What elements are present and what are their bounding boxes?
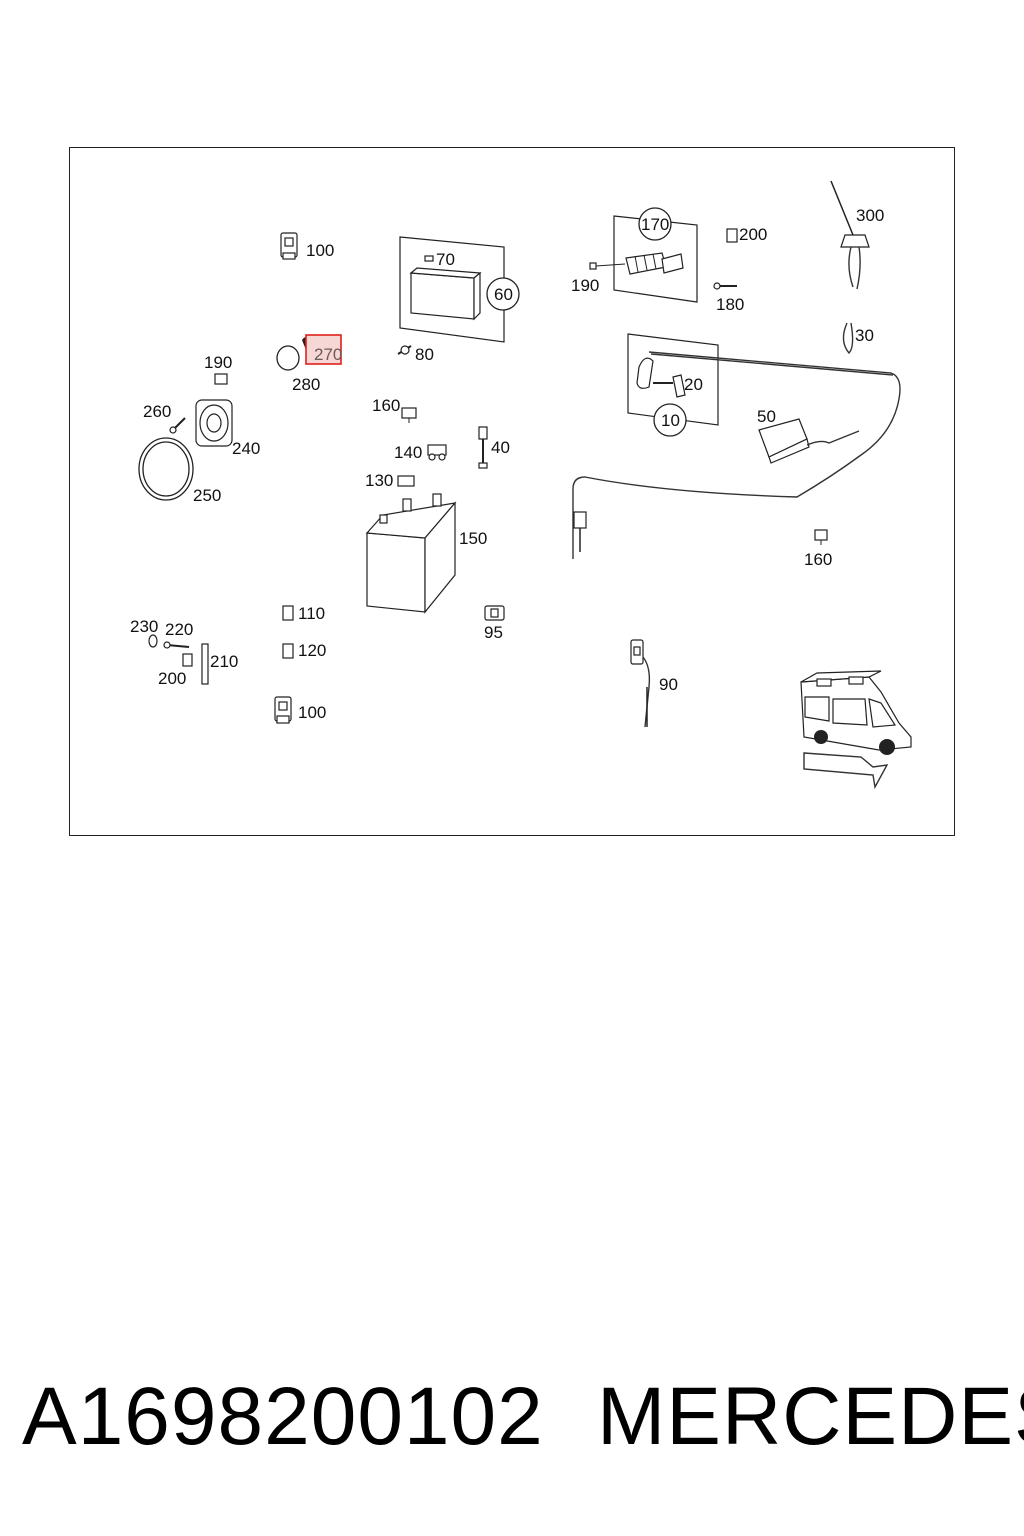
part-20-bracket[interactable] <box>636 357 686 398</box>
part-300-antenna[interactable] <box>830 180 870 290</box>
callout-50: 50 <box>757 407 776 426</box>
callout-95: 95 <box>484 623 503 642</box>
cable-harness <box>572 351 901 559</box>
part-180-screw[interactable] <box>713 282 737 290</box>
callout-170: 170 <box>641 215 669 234</box>
callout-260: 260 <box>143 402 171 421</box>
callout-140: 140 <box>394 443 422 462</box>
part-100-top[interactable] <box>280 232 298 260</box>
part-190-left[interactable] <box>214 373 228 385</box>
part-250-speaker-grille[interactable] <box>138 437 194 501</box>
part-190-right[interactable] <box>589 262 626 270</box>
group-box-10 <box>627 333 719 426</box>
part-150-battery[interactable] <box>365 493 457 614</box>
part-160-left[interactable] <box>401 407 417 423</box>
callout-160-right: 160 <box>804 550 832 569</box>
part-240-speaker[interactable] <box>195 399 233 447</box>
part-95[interactable] <box>484 605 505 621</box>
callout-230: 230 <box>130 617 158 636</box>
callout-190-right: 190 <box>571 276 599 295</box>
highlight-box-270[interactable] <box>305 334 342 365</box>
callout-200-top: 200 <box>739 225 767 244</box>
callout-110: 110 <box>298 604 325 623</box>
part-80-screw[interactable] <box>397 345 412 355</box>
callout-280: 280 <box>292 375 320 394</box>
parts-diagram: 100 270 280 190 240 260 250 70 60 <box>130 180 912 790</box>
callout-270: 270 <box>314 345 342 364</box>
part-90-sensor[interactable] <box>630 639 651 728</box>
callout-80: 80 <box>415 345 434 364</box>
part-140-terminal[interactable] <box>427 444 447 461</box>
part-30-clip[interactable] <box>842 322 854 355</box>
part-100-bottom[interactable] <box>274 696 292 724</box>
part-130-terminal[interactable] <box>397 475 415 487</box>
part-40-bracket[interactable] <box>478 426 488 469</box>
callout-10: 10 <box>661 411 680 430</box>
part-160-right[interactable] <box>814 529 828 545</box>
part-170-fuse-block[interactable] <box>625 252 684 275</box>
part-200-top[interactable] <box>726 228 738 243</box>
part-number: A1698200102 <box>22 1371 544 1462</box>
callout-ring-60 <box>486 277 520 311</box>
brand-name: MERCEDES <box>597 1371 1024 1462</box>
callout-70: 70 <box>436 250 455 269</box>
callout-ring-170 <box>638 207 672 241</box>
callout-160-left: 160 <box>372 396 400 415</box>
part-200-bottom[interactable] <box>182 653 193 667</box>
footer: A1698200102 MERCEDES <box>0 1370 1024 1480</box>
vehicle-orientation-van <box>800 670 912 790</box>
part-120[interactable] <box>282 643 294 659</box>
callout-ring-10 <box>653 403 687 437</box>
part-220-screw[interactable] <box>163 641 190 649</box>
callout-250: 250 <box>193 486 221 505</box>
callout-240: 240 <box>232 439 260 458</box>
callout-190-left: 190 <box>204 353 232 372</box>
callout-180: 180 <box>716 295 744 314</box>
callout-40: 40 <box>491 438 510 457</box>
part-260-screw[interactable] <box>169 417 186 434</box>
callout-100-bottom: 100 <box>298 703 326 722</box>
part-50-connector[interactable] <box>758 418 860 464</box>
part-70-module[interactable] <box>409 267 482 321</box>
callout-130: 130 <box>365 471 393 490</box>
part-280-ring[interactable] <box>276 345 300 371</box>
part-110[interactable] <box>282 605 294 621</box>
callout-220: 220 <box>165 620 193 639</box>
callout-150: 150 <box>459 529 487 548</box>
callout-20: 20 <box>684 375 703 394</box>
callout-30: 30 <box>855 326 874 345</box>
diagram-frame <box>69 147 955 836</box>
part-210-bracket[interactable] <box>201 643 209 685</box>
callout-60: 60 <box>494 285 513 304</box>
callout-210: 210 <box>210 652 238 671</box>
callout-100-top: 100 <box>306 241 334 260</box>
part-230[interactable] <box>148 634 158 648</box>
callout-200-bottom: 200 <box>158 669 186 688</box>
callout-120: 120 <box>298 641 326 660</box>
part-70-icon <box>424 255 434 262</box>
group-box-60 <box>399 236 505 343</box>
callout-300: 300 <box>856 206 884 225</box>
callout-90: 90 <box>659 675 678 694</box>
